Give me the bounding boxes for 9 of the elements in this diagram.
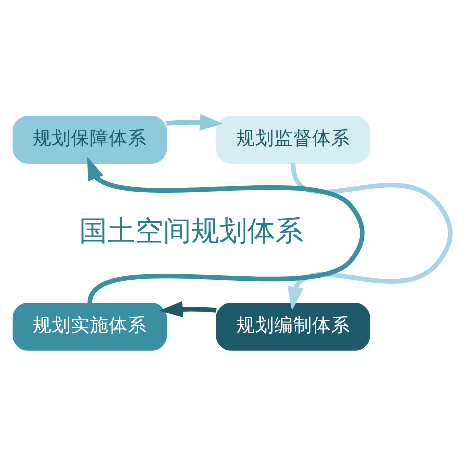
node-box: 规划保障体系 <box>12 116 168 164</box>
arrow <box>166 114 224 131</box>
arrow <box>160 301 217 318</box>
node-text: 国土空间规划体系 <box>80 214 304 248</box>
node-box: 规划实施体系 <box>12 303 168 351</box>
node-box: 规划编制体系 <box>216 303 370 351</box>
arrow <box>288 163 453 311</box>
arrow <box>87 156 365 304</box>
node-box: 规划监督体系 <box>216 116 370 164</box>
